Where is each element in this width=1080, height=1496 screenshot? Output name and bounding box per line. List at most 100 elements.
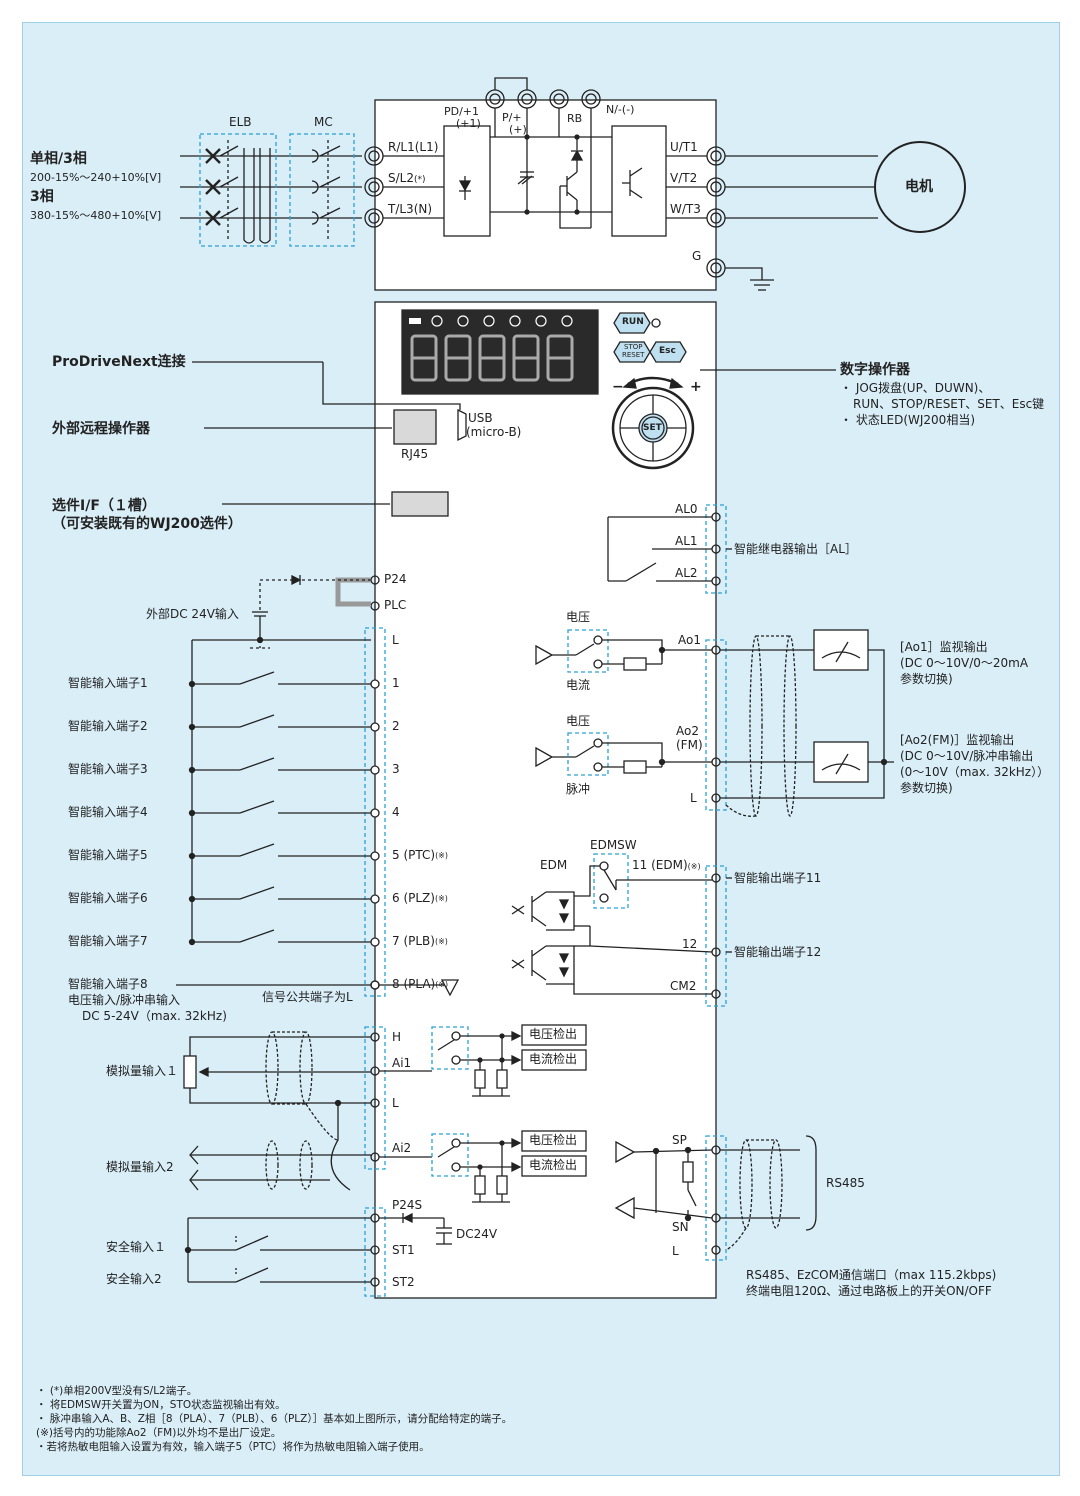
input8-sub2: DC 5-24V（max. 32kHz) (82, 1009, 227, 1023)
terminal-l-ao: L (690, 791, 697, 805)
terminal-w: W/T3 (670, 202, 701, 216)
terminal-rb: RB (567, 112, 583, 125)
relay-output-label: 智能继电器输出［AL］ (734, 542, 857, 556)
terminal-ai1: Ai1 (392, 1056, 412, 1070)
terminal-v: V/T2 (670, 171, 698, 185)
input-terminal-label-1: 智能输入端子1 (68, 676, 148, 690)
input-terminal-3: 3 (392, 762, 400, 776)
terminal-al0: AL0 (675, 502, 698, 516)
safety-input1-label: 安全输入１ (106, 1240, 167, 1254)
supply-three-phase: 3相 (30, 189, 54, 205)
input8-label: 智能输入端子8 (68, 977, 148, 991)
elb-dashed-box (199, 133, 277, 247)
safety-input2-label: 安全输入2 (106, 1272, 162, 1286)
stop-key-label[interactable]: STOP (624, 343, 643, 351)
input-terminal-label-6: 智能输入端子6 (68, 891, 148, 905)
volt-detect-2: 电压检出 (529, 1133, 578, 1147)
analog-input2-label: 模拟量输入2 (106, 1160, 174, 1174)
terminal-ao2-fm: (FM) (676, 738, 703, 752)
run-key (613, 312, 651, 334)
terminal-plc: PLC (384, 598, 407, 612)
terminal-h: H (392, 1030, 402, 1044)
jog-dial (611, 386, 695, 470)
terminal-st2: ST2 (392, 1275, 415, 1289)
terminal-sp: SP (672, 1133, 687, 1147)
ao1-meter (813, 629, 869, 671)
terminal-l: L (392, 633, 399, 647)
elb-label: ELB (229, 115, 252, 129)
supply-range-200v: 200-15%～240+10%[V] (30, 171, 162, 184)
terminal-l-analog: L (392, 1096, 399, 1110)
footnote-1: ・ (*)单相200V型没有S/L2端子。 (36, 1385, 198, 1397)
footnote-5: ・若将热敏电阻输入设置为有效，输入端子5（PTC）将作为热敏电阻输入端子使用。 (36, 1441, 430, 1453)
terminal-ao1: Ao1 (678, 633, 701, 647)
ao1-current-label: 电流 (566, 678, 591, 692)
rj45-label: RJ45 (401, 447, 429, 461)
dc24v-label: DC24V (456, 1227, 498, 1241)
curr-detect-1: 电流检出 (529, 1052, 578, 1066)
rj45-port (393, 409, 437, 445)
remote-operator-label: 外部远程操作器 (52, 421, 150, 437)
terminal-pd-sub: (+1) (456, 117, 481, 130)
inverter-block (611, 125, 667, 237)
supply-range-400v: 380-15%～480+10%[V] (30, 209, 162, 222)
terminal-cm2: CM2 (670, 979, 697, 993)
rs485-desc-1: RS485、EzCOM通信端口（max 115.2kbps) (746, 1268, 997, 1282)
volt-detect-1: 电压检出 (529, 1027, 578, 1041)
footnote-3: ・ 脉冲串输入A、B、Z相［8（PLA）、7（PLB）、6（PLZ）］基本如上图… (36, 1413, 513, 1425)
input-switches (188, 671, 371, 946)
ao2-voltage-label: 电压 (566, 714, 591, 728)
ao2-desc-2: (DC 0～10V/脉冲串输出 (900, 749, 1034, 763)
option-if-sub-label: （可安装既有的WJ200选件） (52, 516, 242, 532)
motor-label: 电机 (905, 179, 933, 195)
output12-label: 智能输出端子12 (734, 945, 822, 959)
terminal-sn: SN (672, 1220, 689, 1234)
input-terminal-label-7: 智能输入端子7 (68, 934, 148, 948)
terminal-12: 12 (682, 937, 698, 951)
run-key-label[interactable]: RUN (622, 317, 644, 327)
ao1-voltage-label: 电压 (566, 610, 591, 624)
mc-dashed-box (289, 133, 355, 247)
motor-symbol (874, 141, 966, 233)
ao2-desc-4: 参数切换) (900, 781, 953, 795)
ao2-meter (813, 741, 869, 783)
dial-minus: − (612, 379, 624, 395)
footnotes: ・ (*)单相200V型没有S/L2端子。・ 将EDMSW开关置为ON，STO状… (36, 1384, 512, 1454)
elb-breakers (205, 148, 221, 226)
reset-key-label[interactable]: RESET (622, 351, 645, 359)
input8-sub1: 电压输入/脉冲串输入 (68, 993, 181, 1007)
terminal-ai2: Ai2 (392, 1141, 412, 1155)
terminal-pd: PD/+1 (444, 105, 480, 118)
terminal-al1: AL1 (675, 534, 698, 548)
terminal-al2: AL2 (675, 566, 698, 580)
supply-single-three-phase: 单相/3相 (30, 151, 87, 167)
esc-key-label[interactable]: Esc (659, 346, 676, 356)
volt-detect-box-2 (521, 1130, 587, 1152)
terminal-s: S/L2(*) (388, 171, 426, 185)
footnote-2: ・ 将EDMSW开关置为ON，STO状态监视输出有效。 (36, 1399, 286, 1411)
mc-label: MC (314, 115, 333, 129)
volt-detect-box-1 (521, 1024, 587, 1046)
ao1-desc-1: [Ao1］监视输出 (900, 640, 988, 654)
digital-operator-desc1: ・ JOG拨盘(UP、DUWN)、 (840, 381, 991, 395)
terminal-p-sub: (+) (509, 123, 527, 136)
input-terminal-label-4: 智能输入端子4 (68, 805, 148, 819)
terminal-r: R/L1(L1) (388, 140, 439, 154)
input-terminal-label-5: 智能输入端子5 (68, 848, 148, 862)
terminal-n: N/-(-) (606, 103, 635, 116)
terminal-ao2: Ao2 (676, 724, 699, 738)
digital-operator-desc3: ・ 状态LED(WJ200相当) (840, 413, 975, 427)
digital-operator-title: 数字操作器 (840, 362, 910, 378)
curr-detect-2: 电流检出 (529, 1158, 578, 1172)
terminal-p24s: P24S (392, 1198, 423, 1212)
input-terminal-4: 4 (392, 805, 400, 819)
terminal-u: U/T1 (670, 140, 698, 154)
footnote-4: (※)括号内的功能除Ao2（FM)以外均不是出厂设定。 (36, 1427, 282, 1439)
terminal-st1: ST1 (392, 1243, 415, 1257)
signal-common-label: 信号公共端子为L (262, 990, 353, 1004)
ext-dc-label: 外部DC 24V输入 (146, 607, 239, 621)
curr-detect-box-2 (521, 1155, 587, 1177)
ao1-desc-2: (DC 0～10V/0～20mA (900, 656, 1029, 670)
set-key-label[interactable]: SET (643, 423, 662, 433)
